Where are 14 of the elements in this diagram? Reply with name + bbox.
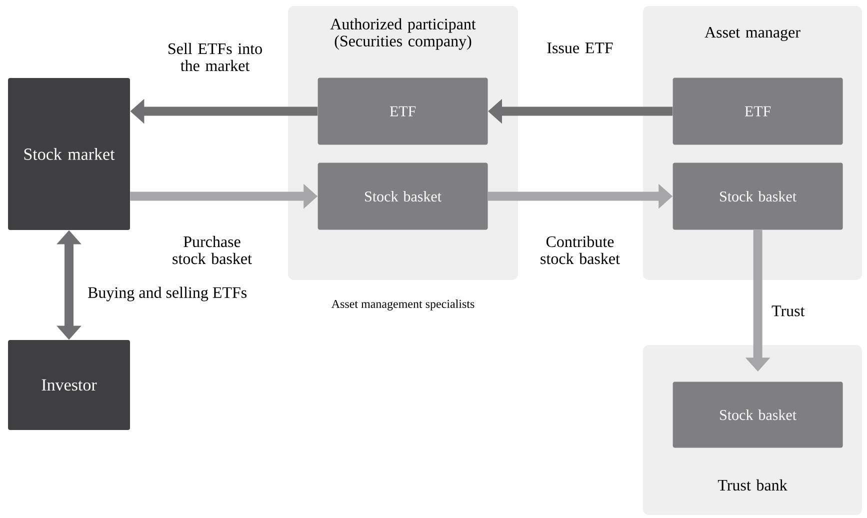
edge-label: Issue ETF xyxy=(547,42,613,54)
item-box: Stock basket xyxy=(318,162,488,230)
edge-label: Contribute stock basket xyxy=(540,236,620,264)
edge-label: Buying and selling ETFs xyxy=(88,286,247,302)
edge-label: Purchase stock basket xyxy=(172,236,252,264)
panel-caption: Asset management specialists xyxy=(331,300,474,310)
item-box: ETF xyxy=(672,78,843,145)
edge-label: Trust xyxy=(772,306,805,316)
item-box: Stock basket xyxy=(672,382,843,448)
market-box: Investor xyxy=(8,340,130,430)
item-box: Stock basket xyxy=(672,162,843,230)
market-box: Stock market xyxy=(8,78,130,230)
edge-label: Sell ETFs into the market xyxy=(168,42,262,72)
item-box: ETF xyxy=(318,78,488,145)
